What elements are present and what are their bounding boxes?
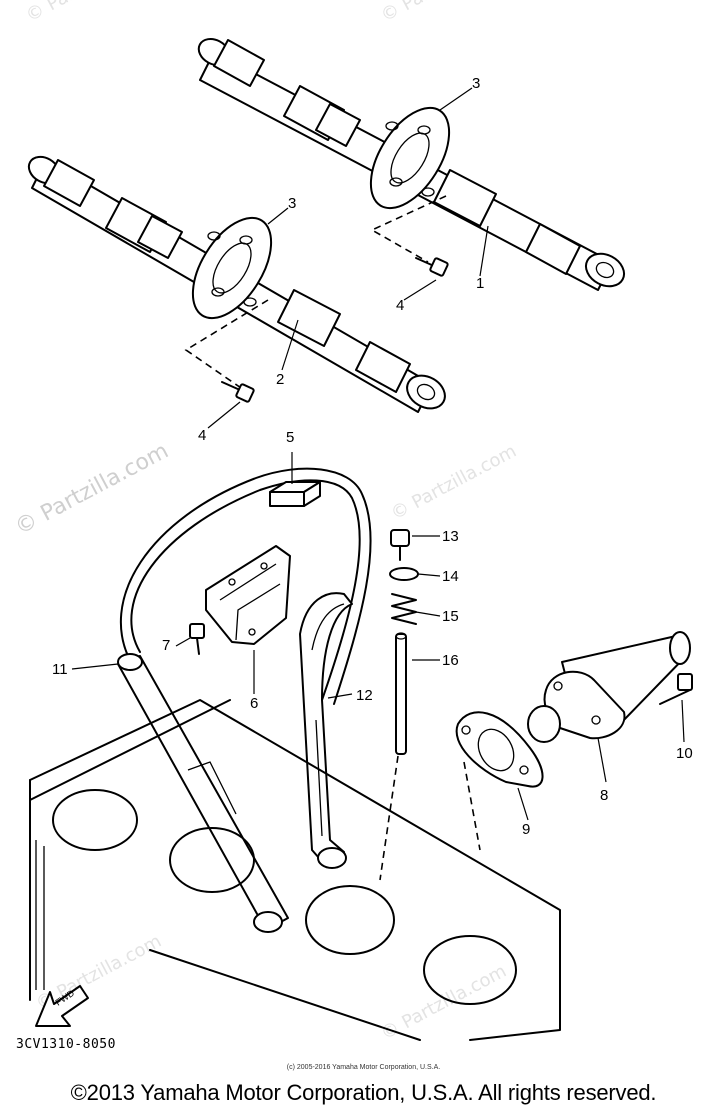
leader-lines	[71, 87, 685, 821]
callout-14: 16	[442, 652, 459, 669]
callout-5: 5	[286, 429, 294, 446]
callout-3-lower: 3	[288, 195, 296, 212]
callout-3-upper: 3	[472, 75, 480, 92]
callout-4-lower: 4	[198, 427, 206, 444]
callout-16: 14	[442, 568, 459, 585]
callout-1: 1	[476, 275, 484, 292]
bolt-7	[189, 623, 205, 655]
callout-4-upper: 4	[396, 297, 404, 314]
sprocket-upper	[369, 106, 451, 210]
tensioner-stack	[389, 529, 419, 755]
callout-6: 6	[250, 695, 258, 712]
callout-11: 11	[52, 661, 68, 678]
bolt-13	[390, 529, 410, 561]
bolt-upper	[415, 257, 449, 277]
small-copyright: (c) 2005-2016 Yamaha Motor Corporation, …	[286, 1064, 441, 1071]
copyright-notice: ©2013 Yamaha Motor Corporation, U.S.A. A…	[70, 1080, 657, 1105]
callout-10: 10	[676, 745, 693, 762]
bolt-lower	[221, 381, 255, 403]
watermark-top-right: © Partzilla.com	[377, 0, 510, 26]
washer-16	[389, 567, 419, 581]
bolt-10	[659, 673, 693, 705]
callout-2: 2	[276, 371, 284, 388]
rod-14	[395, 632, 407, 755]
gasket-9	[455, 711, 544, 788]
guide-bracket	[189, 545, 291, 655]
callout-12: 12	[356, 687, 373, 704]
part-number: 3CV1310-8050	[16, 1037, 116, 1052]
callout-13: 13	[442, 528, 459, 545]
callout-8: 8	[600, 787, 608, 804]
chain-damper	[299, 592, 353, 869]
watermark-top-left: © Partzilla.com	[22, 0, 155, 26]
tensioner-body-8	[527, 631, 693, 743]
cylinder-head	[29, 699, 561, 1041]
callout-9: 9	[522, 821, 530, 838]
sprocket-lower	[191, 216, 273, 320]
sprocket-bolts	[184, 195, 449, 403]
chain-link-joint	[269, 481, 321, 507]
watermark-mid: © Partzilla.com	[387, 441, 520, 525]
callout-15: 15	[442, 608, 459, 625]
chain-guide-left	[117, 653, 289, 933]
callout-7: 7	[162, 637, 170, 654]
cam-chain	[120, 467, 372, 705]
callout-labels: 3 3 1 2 4 4 5 6 7 8 9 10 11 12 13 16 15 …	[52, 75, 693, 838]
spring-15	[391, 593, 417, 625]
watermark-main: © Partzilla.com	[11, 439, 173, 541]
